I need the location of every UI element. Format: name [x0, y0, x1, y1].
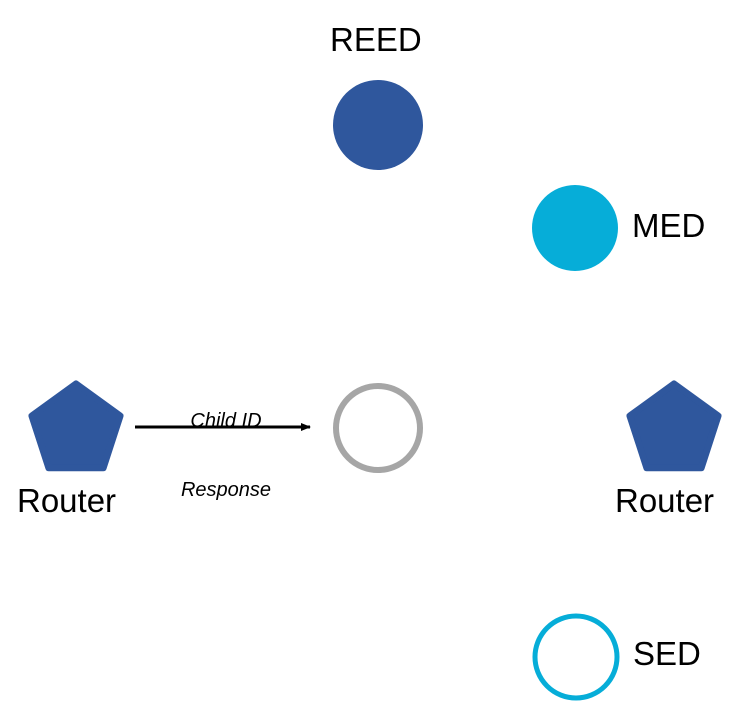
- node-joining-device[interactable]: [333, 383, 423, 473]
- edge-label-line-2: Response: [180, 479, 272, 501]
- node-label-med: MED: [632, 207, 706, 244]
- sed-circle-icon: [532, 613, 620, 701]
- node-router-left[interactable]: [28, 380, 124, 476]
- edge-child-id-response: [130, 405, 330, 455]
- router-pentagon-icon: [626, 380, 722, 472]
- node-label-router-left: Router: [17, 482, 117, 519]
- reed-circle-icon: [333, 80, 423, 170]
- node-med[interactable]: [532, 185, 618, 271]
- node-reed[interactable]: [333, 80, 423, 170]
- edge-label-line-1: Child ID: [190, 410, 262, 432]
- node-label-sed: SED: [633, 635, 701, 672]
- edge-label-child-id-response: Child ID Response: [146, 364, 306, 548]
- arrow-icon: [135, 423, 311, 431]
- node-label-router-right: Router: [615, 482, 715, 519]
- node-sed[interactable]: [532, 613, 620, 701]
- med-circle-icon: [532, 185, 618, 271]
- node-router-right[interactable]: [626, 380, 722, 476]
- router-pentagon-icon: [28, 380, 124, 472]
- joining-device-circle-icon: [333, 383, 423, 473]
- node-label-reed: REED: [330, 21, 422, 58]
